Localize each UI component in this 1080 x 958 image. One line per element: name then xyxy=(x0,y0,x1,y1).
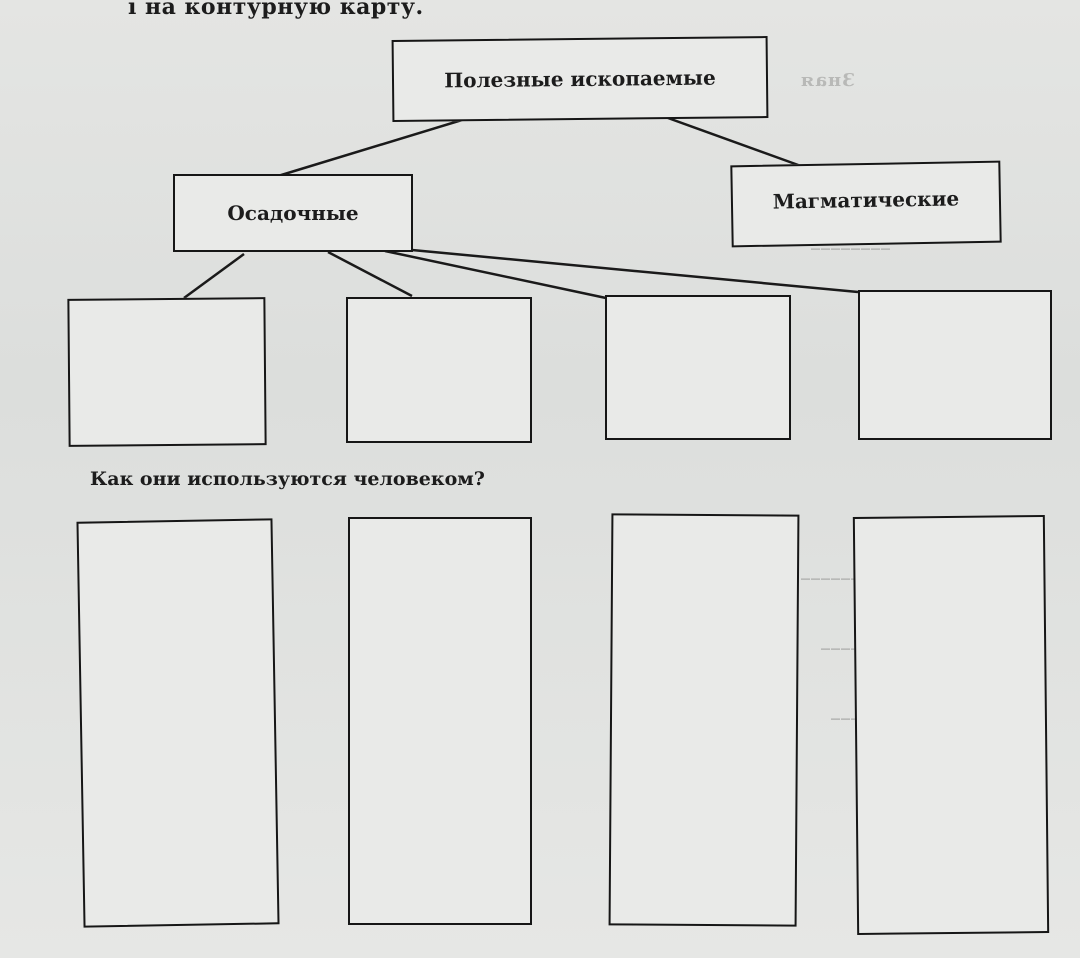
connector-left-box2 xyxy=(327,250,413,298)
answer-box-2 xyxy=(348,517,532,925)
left-child-label: Осадочные xyxy=(227,201,359,225)
connector-root-right xyxy=(667,116,813,172)
connector-left-box1 xyxy=(183,252,245,300)
root-label: Полезные ископаемые xyxy=(444,65,716,93)
connector-left-box4 xyxy=(411,248,859,294)
connector-root-left xyxy=(277,118,463,178)
blank-box-4 xyxy=(858,290,1052,440)
question-text: Как они используются человеком? xyxy=(90,468,485,490)
header-text: ı на контурную карту. xyxy=(128,0,424,20)
answer-box-4 xyxy=(852,515,1050,935)
root-box: Полезные ископаемые xyxy=(391,36,769,122)
blank-box-3 xyxy=(605,295,791,440)
answer-box-1 xyxy=(76,518,280,928)
right-child-box: Магматические xyxy=(730,160,1002,248)
blank-box-1 xyxy=(67,297,267,447)
right-child-label: Магматические xyxy=(772,186,960,214)
blank-box-2 xyxy=(346,297,532,443)
left-child-box: Осадочные xyxy=(173,174,413,252)
answer-box-3 xyxy=(608,513,800,927)
connector-left-box3 xyxy=(384,249,607,300)
